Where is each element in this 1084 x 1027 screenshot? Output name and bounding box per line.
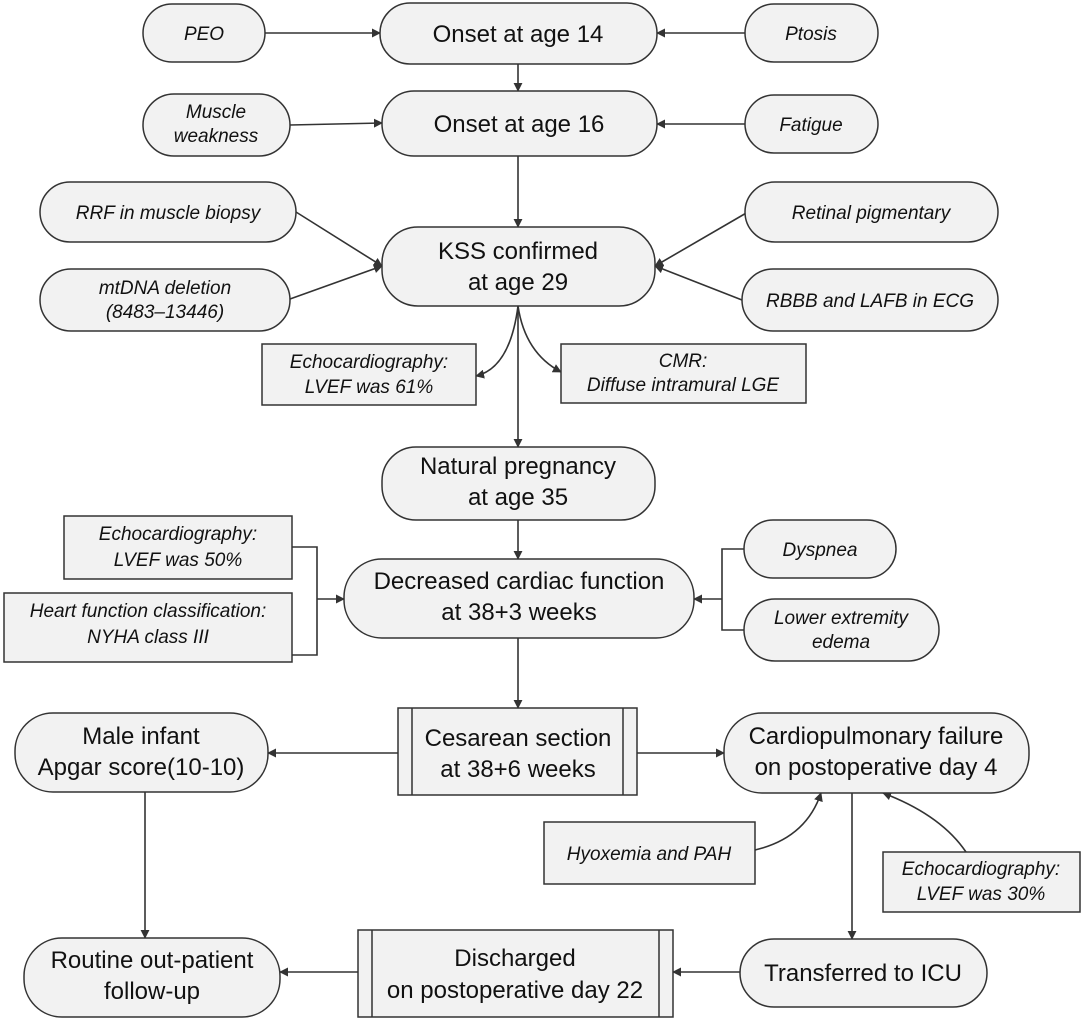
node-cardiopulmonary-failure: Cardiopulmonary failure on postoperative… [723,712,1030,794]
node-mtdna-line-2: (8483–13446) [106,302,224,323]
node-cmr: CMR: Diffuse intramural LGE [560,343,807,404]
node-routine-follow-up-line-1: Routine out-patient [51,947,254,974]
node-male-infant: Male infant Apgar score(10-10) [14,712,269,793]
node-hyoxemia-pah: Hyoxemia and PAH [543,821,756,885]
node-peo: PEO [142,3,266,63]
node-retinal-pigmentary: Retinal pigmentary [744,181,999,243]
node-echo-30-line-2: LVEF was 30% [917,884,1046,905]
node-echo-61: Echocardiography: LVEF was 61% [261,343,477,406]
edges [140,28,967,977]
node-natural-pregnancy-line-1: Natural pregnancy [420,453,616,480]
node-transferred-icu: Transferred to ICU [739,938,988,1008]
edge-muscle-weakness-to-onset16 [289,118,383,128]
node-fatigue: Fatigue [744,94,879,154]
node-echo-50-line-1: Echocardiography: [99,524,257,545]
node-dyspnea: Dyspnea [743,519,897,579]
node-discharged-line-1: Discharged [454,945,575,972]
node-natural-pregnancy-line-2: at age 35 [468,484,568,511]
node-cesarean-section: Cesarean section at 38+6 weeks [397,707,638,796]
node-echo-30-line-1: Echocardiography: [902,859,1060,880]
node-natural-pregnancy: Natural pregnancy at age 35 [381,446,656,521]
node-decreased-cardiac-function-line-1: Decreased cardiac function [374,568,665,595]
node-nyha-line-2: NYHA class III [87,627,209,648]
node-cardiopulmonary-failure-line-1: Cardiopulmonary failure [749,723,1004,750]
node-male-infant-line-1: Male infant [82,723,200,750]
node-cmr-line-2: Diffuse intramural LGE [587,375,780,396]
node-rbbb-lafb: RBBB and LAFB in ECG [741,268,999,332]
node-lower-extremity-edema-line-1: Lower extremity [774,608,910,629]
node-lower-extremity-edema: Lower extremity edema [743,598,940,662]
edge-mtdna-to-kss [289,264,383,300]
node-decreased-cardiac-function-line-2: at 38+3 weeks [441,599,596,626]
node-kss-confirmed-line-1: KSS confirmed [438,238,598,265]
node-transferred-icu-line-1: Transferred to ICU [764,960,962,987]
edge-hyoxemia-to-cardiopulmonary [754,792,823,851]
node-onset-16: Onset at age 16 [381,90,658,157]
node-ptosis: Ptosis [744,3,879,63]
node-male-infant-line-2: Apgar score(10-10) [38,754,245,781]
bracket-right-symptoms [721,548,744,631]
node-dyspnea-line-1: Dyspnea [783,540,858,561]
node-mtdna-line-1: mtDNA deletion [99,278,231,299]
node-muscle-weakness-line-1: Muscle [186,102,246,123]
node-cesarean-section-line-2: at 38+6 weeks [440,756,595,783]
node-echo-61-line-1: Echocardiography: [290,352,448,373]
node-hyoxemia-pah-line-1: Hyoxemia and PAH [567,844,732,865]
edge-echo30-to-cardiopulmonary [882,791,967,853]
node-echo-61-line-2: LVEF was 61% [305,377,434,398]
node-rrf-line-1: RRF in muscle biopsy [76,203,262,224]
node-routine-follow-up: Routine out-patient follow-up [23,937,281,1018]
node-ptosis-line-1: Ptosis [785,24,837,45]
node-onset-16-line-1: Onset at age 16 [434,111,605,138]
node-lower-extremity-edema-line-2: edema [812,632,870,653]
node-decreased-cardiac-function: Decreased cardiac function at 38+3 weeks [343,558,695,639]
node-nyha-line-1: Heart function classification: [30,601,267,622]
nodes: PEO Onset at age 14 Ptosis Muscle weakne… [3,2,1081,1018]
edge-rbbb-to-kss [654,264,743,301]
edge-kss-to-echo61 [475,305,519,379]
node-mtdna: mtDNA deletion (8483–13446) [39,268,291,332]
node-echo-30: Echocardiography: LVEF was 30% [882,851,1081,913]
node-fatigue-line-1: Fatigue [779,115,842,136]
edge-rrf-to-kss [295,211,383,267]
bracket-left-findings [292,546,318,656]
node-cardiopulmonary-failure-line-2: on postoperative day 4 [755,754,998,781]
node-rbbb-lafb-line-1: RBBB and LAFB in ECG [766,291,974,312]
node-discharged-line-2: on postoperative day 22 [387,977,643,1004]
node-onset-14: Onset at age 14 [379,2,658,65]
node-retinal-pigmentary-line-1: Retinal pigmentary [792,203,952,224]
node-discharged: Discharged on postoperative day 22 [357,929,674,1018]
node-echo-50-line-2: LVEF was 50% [114,550,243,571]
node-muscle-weakness-line-2: weakness [174,126,259,147]
edge-retinal-to-kss [654,211,749,267]
node-echo-50: Echocardiography: LVEF was 50% [63,515,293,580]
node-onset-14-line-1: Onset at age 14 [433,21,604,48]
node-nyha: Heart function classification: NYHA clas… [3,592,293,663]
node-kss-confirmed-line-2: at age 29 [468,269,568,296]
node-cesarean-section-line-1: Cesarean section [425,725,612,752]
node-cmr-line-1: CMR: [659,351,708,372]
node-rrf: RRF in muscle biopsy [39,181,297,243]
edge-kss-to-cmr [517,305,562,373]
node-kss-confirmed: KSS confirmed at age 29 [381,226,656,307]
node-peo-line-1: PEO [184,24,224,45]
node-routine-follow-up-line-2: follow-up [104,978,200,1005]
node-muscle-weakness: Muscle weakness [142,93,291,157]
